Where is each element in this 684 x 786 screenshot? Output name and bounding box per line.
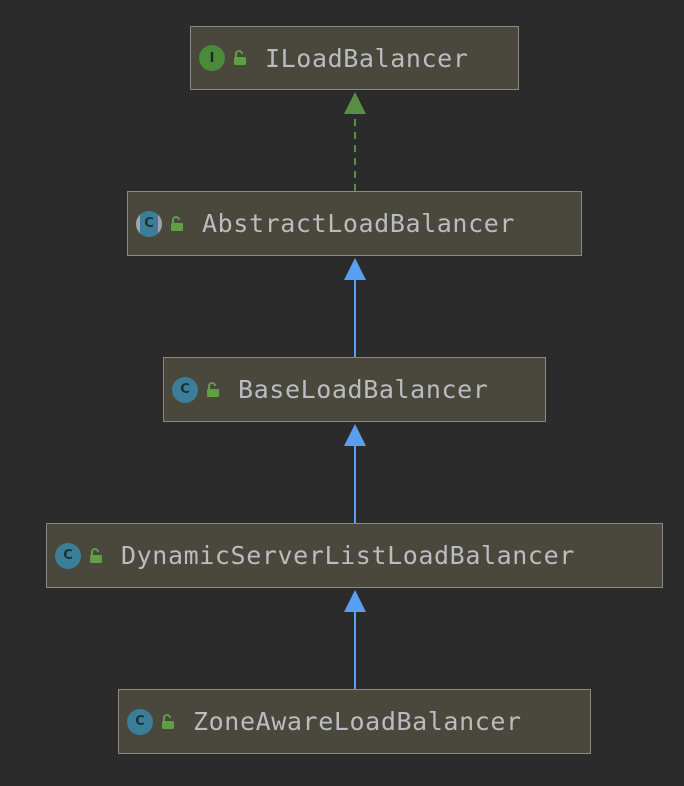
public-visibility-icon	[159, 712, 179, 732]
arrowhead-abstractloadbalancer	[344, 258, 366, 280]
public-visibility-icon	[231, 48, 251, 68]
node-label: ZoneAwareLoadBalancer	[193, 707, 522, 736]
node-abstractloadbalancer[interactable]: C AbstractLoadBalancer	[127, 191, 582, 256]
arrowhead-iloadbalancer	[344, 92, 366, 114]
interface-icon: I	[199, 45, 225, 71]
node-iloadbalancer[interactable]: I ILoadBalancer	[190, 26, 519, 90]
node-dynamicserverlistloadbalancer[interactable]: C DynamicServerListLoadBalancer	[46, 523, 663, 588]
node-label: DynamicServerListLoadBalancer	[121, 541, 575, 570]
node-label: BaseLoadBalancer	[238, 375, 489, 404]
node-zoneawareloadbalancer[interactable]: C ZoneAwareLoadBalancer	[118, 689, 591, 754]
public-visibility-icon	[87, 546, 107, 566]
class-icon: C	[127, 708, 153, 735]
node-label: AbstractLoadBalancer	[202, 209, 516, 238]
arrowhead-baseloadbalancer	[344, 424, 366, 446]
class-icon: C	[55, 542, 81, 569]
abstract-class-icon: C	[136, 210, 162, 237]
arrowhead-dynamicserverlistloadbalancer	[344, 590, 366, 612]
public-visibility-icon	[204, 380, 224, 400]
node-label: ILoadBalancer	[265, 43, 469, 73]
public-visibility-icon	[168, 214, 188, 234]
class-icon: C	[172, 376, 198, 403]
node-baseloadbalancer[interactable]: C BaseLoadBalancer	[163, 357, 546, 422]
